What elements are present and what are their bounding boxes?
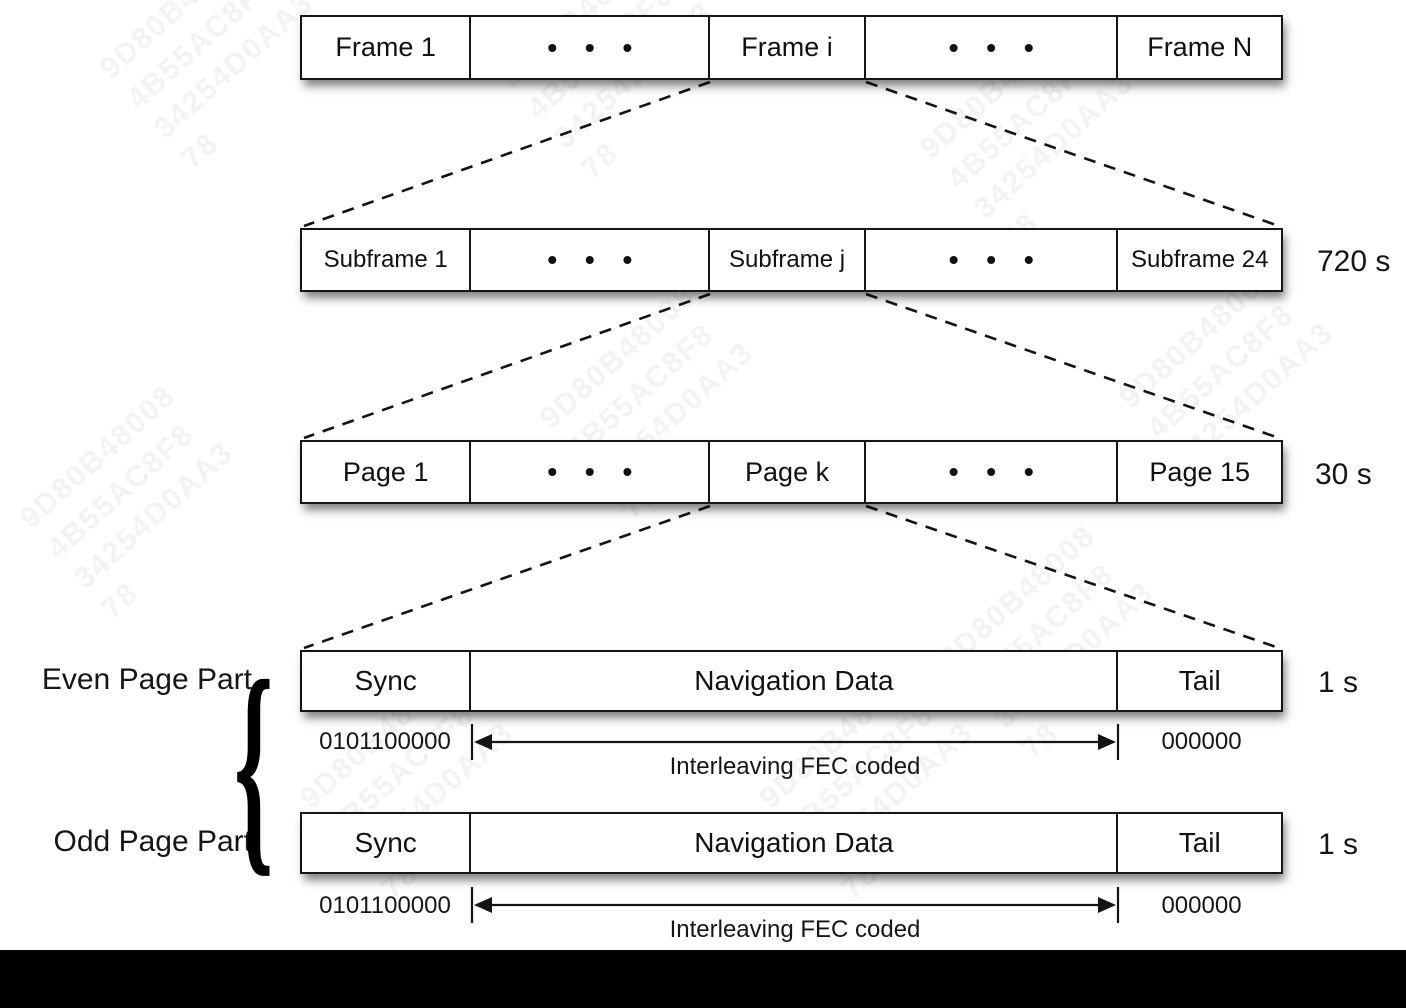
curly-brace: {: [234, 633, 274, 896]
sync-cell: Sync: [302, 652, 472, 710]
subframe-1-cell: Subframe 1: [302, 230, 472, 290]
ellipsis: • • •: [547, 456, 643, 487]
cell-label: Subframe 24: [1131, 246, 1269, 273]
tail-cell: Tail: [1118, 814, 1281, 872]
cell-label: Frame i: [741, 32, 833, 62]
navigation-data-cell: Navigation Data: [471, 814, 1119, 872]
ellipsis: • • •: [547, 244, 643, 275]
ellipsis-cell: • • •: [471, 230, 711, 290]
even-tail-bits: 000000: [1161, 728, 1242, 755]
sync-cell: Sync: [302, 814, 472, 872]
ellipsis-cell: • • •: [471, 17, 711, 78]
subframe-duration-label: 720 s: [1317, 245, 1391, 278]
frame-1-cell: Frame 1: [302, 17, 472, 78]
even-page-part-label: Even Page Part: [41, 663, 252, 696]
cell-label: Frame 1: [335, 32, 436, 62]
even-sync-bits: 0101100000: [319, 728, 451, 755]
ellipsis: • • •: [948, 456, 1044, 487]
cell-label: Tail: [1178, 827, 1221, 858]
odd-sync-bits: 0101100000: [319, 892, 451, 919]
cell-label: Navigation Data: [694, 665, 894, 696]
bottom-black-bar: [0, 950, 1406, 1008]
ellipsis-cell: • • •: [865, 442, 1119, 502]
ellipsis-cell: • • •: [865, 17, 1119, 78]
watermark-block: 9D80B48008 4B55AC8F8 34254D0AA3 78: [12, 373, 270, 628]
odd-duration-label: 1 s: [1318, 828, 1359, 861]
even-page-row: Sync Navigation Data Tail: [300, 650, 1283, 712]
frame-row: Frame 1 • • • Frame i • • • Frame N: [300, 15, 1283, 80]
even-duration-label: 1 s: [1318, 666, 1359, 699]
cell-label: Frame N: [1147, 32, 1253, 62]
page-duration-label: 30 s: [1315, 458, 1372, 491]
cell-label: Sync: [354, 827, 417, 858]
page-k-cell: Page k: [710, 442, 866, 502]
page-1-cell: Page 1: [302, 442, 472, 502]
odd-page-part-label: Odd Page Part: [53, 825, 252, 858]
ellipsis: • • •: [948, 244, 1044, 275]
cell-label: Page 1: [342, 456, 429, 487]
dashed-line: [303, 504, 711, 650]
tail-cell: Tail: [1118, 652, 1281, 710]
ellipsis: • • •: [948, 31, 1044, 63]
cell-label: Subframe j: [729, 246, 846, 273]
cell-label: Sync: [354, 665, 417, 696]
odd-page-row: Sync Navigation Data Tail: [300, 812, 1283, 874]
ellipsis-cell: • • •: [865, 230, 1119, 290]
frame-n-cell: Frame N: [1118, 17, 1281, 78]
cell-label: Navigation Data: [694, 827, 894, 858]
navigation-data-cell: Navigation Data: [471, 652, 1119, 710]
subframe-row: Subframe 1 • • • Subframe j • • • Subfra…: [300, 228, 1283, 292]
ellipsis-cell: • • •: [471, 442, 711, 502]
cell-label: Subframe 1: [323, 246, 448, 273]
odd-fec-label: Interleaving FEC coded: [669, 916, 921, 943]
page-row: Page 1 • • • Page k • • • Page 15: [300, 440, 1283, 504]
odd-tail-bits: 000000: [1161, 892, 1242, 919]
cell-label: Page 15: [1149, 456, 1251, 487]
ellipsis: • • •: [547, 31, 643, 63]
subframe-24-cell: Subframe 24: [1118, 230, 1281, 290]
cell-label: Page k: [745, 456, 830, 487]
even-fec-label: Interleaving FEC coded: [669, 753, 921, 780]
cell-label: Tail: [1178, 665, 1221, 696]
frame-i-cell: Frame i: [710, 17, 866, 78]
dashed-expansion-lines: [303, 80, 1280, 650]
subframe-j-cell: Subframe j: [710, 230, 866, 290]
page-15-cell: Page 15: [1118, 442, 1281, 502]
